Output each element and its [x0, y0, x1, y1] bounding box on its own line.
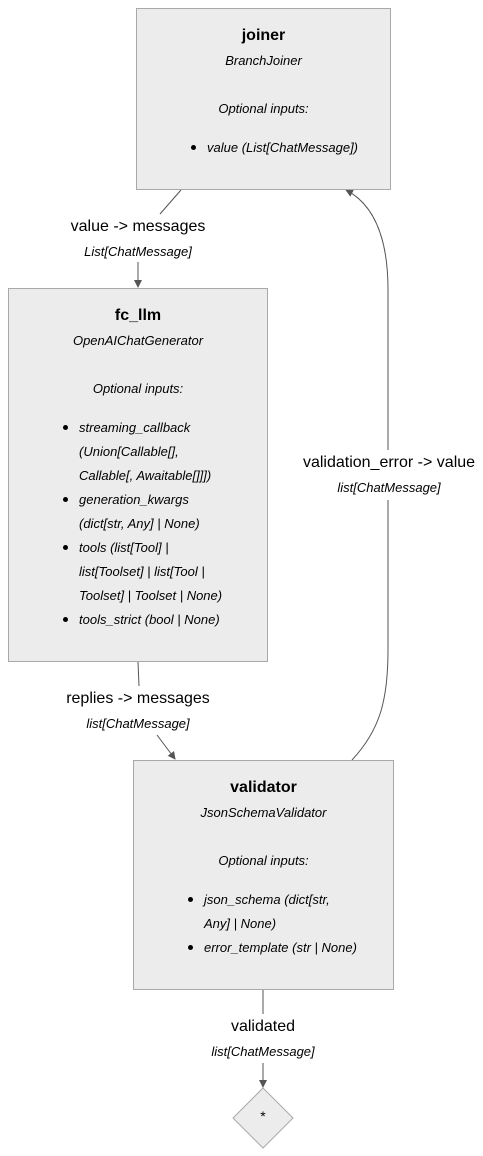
input-item-error-template: error_template (str | None)	[188, 936, 357, 960]
edge-type-validator-to-joiner: list[ChatMessage]	[337, 480, 441, 495]
input-line: (dict[str, Any] | None)	[79, 516, 200, 531]
input-item-json-schema: json_schema (dict[str, Any] | None)	[188, 888, 357, 936]
edge-label-validator-to-joiner: validation_error -> value	[302, 454, 476, 471]
edge-joiner-to-fc-llm-upper	[159, 189, 182, 215]
edge-fc-llm-to-validator-lower	[156, 734, 176, 760]
edge-label-fc-llm-to-validator: replies -> messages	[66, 690, 210, 707]
node-type: BranchJoiner	[225, 53, 302, 68]
node-type: OpenAIChatGenerator	[72, 333, 204, 348]
node-validator[interactable]: validator JsonSchemaValidator Optional i…	[133, 760, 394, 990]
node-section-label: Optional inputs:	[218, 853, 309, 868]
edge-label-validator-to-end: validated	[230, 1018, 296, 1035]
edge-validator-to-joiner-upper	[345, 189, 389, 450]
node-type: JsonSchemaValidator	[200, 805, 327, 820]
node-section-label: Optional inputs:	[218, 101, 309, 116]
edge-type-fc-llm-to-validator: list[ChatMessage]	[86, 716, 190, 731]
input-line: error_template (str | None)	[204, 940, 357, 955]
node-joiner[interactable]: joiner BranchJoiner Optional inputs: val…	[136, 8, 391, 190]
node-fc-llm[interactable]: fc_llm OpenAIChatGenerator Optional inpu…	[8, 288, 268, 662]
input-line: json_schema (dict[str,	[204, 892, 330, 907]
node-title: validator	[230, 779, 297, 796]
input-line: (Union[Callable[],	[79, 444, 179, 459]
input-line: tools (list[Tool] |	[79, 540, 169, 555]
input-line: Toolset] | Toolset | None)	[79, 588, 223, 603]
edge-fc-llm-to-validator-upper	[137, 661, 140, 687]
input-line: Callable[, Awaitable[]]])	[79, 468, 212, 483]
edge-validator-to-joiner-lower	[351, 500, 389, 761]
input-line: tools_strict (bool | None)	[79, 612, 220, 627]
node-input-list: streaming_callback (Union[Callable[], Ca…	[62, 416, 223, 632]
end-node-symbol: *	[260, 1108, 266, 1124]
input-item: value (List[ChatMessage])	[190, 136, 358, 160]
input-line: list[Toolset] | list[Tool |	[79, 564, 205, 579]
input-line: Any] | None)	[204, 916, 277, 931]
end-node-diamond	[232, 1087, 294, 1149]
input-item-tools-strict: tools_strict (bool | None)	[62, 608, 222, 632]
input-line: generation_kwargs	[79, 492, 189, 507]
node-input-list: json_schema (dict[str, Any] | None) erro…	[188, 888, 357, 960]
node-title: fc_llm	[114, 307, 162, 324]
edge-label-joiner-to-fc-llm: value -> messages	[70, 218, 206, 235]
node-input-list: value (List[ChatMessage])	[190, 136, 358, 160]
node-section-label: Optional inputs:	[92, 381, 184, 396]
input-item-tools: tools (list[Tool] | list[Toolset] | list…	[62, 536, 223, 608]
node-title: joiner	[241, 27, 286, 44]
edge-type-joiner-to-fc-llm: List[ChatMessage]	[84, 244, 192, 259]
input-item-streaming-callback: streaming_callback (Union[Callable[], Ca…	[62, 416, 222, 488]
input-item-generation-kwargs: generation_kwargs (dict[str, Any] | None…	[62, 488, 222, 536]
edge-type-validator-to-end: list[ChatMessage]	[211, 1044, 315, 1059]
input-line: streaming_callback	[79, 420, 191, 435]
